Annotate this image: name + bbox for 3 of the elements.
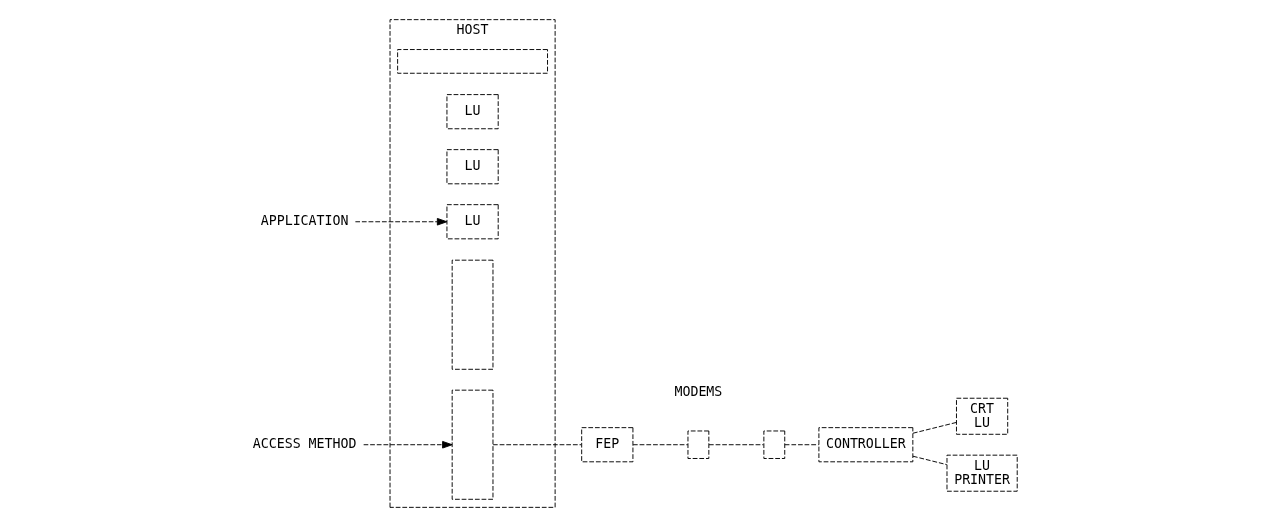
node-text: APPLICATION <box>260 213 349 229</box>
node-text: ACCESS METHOD <box>252 436 357 452</box>
label: MODEMS <box>674 384 723 400</box>
